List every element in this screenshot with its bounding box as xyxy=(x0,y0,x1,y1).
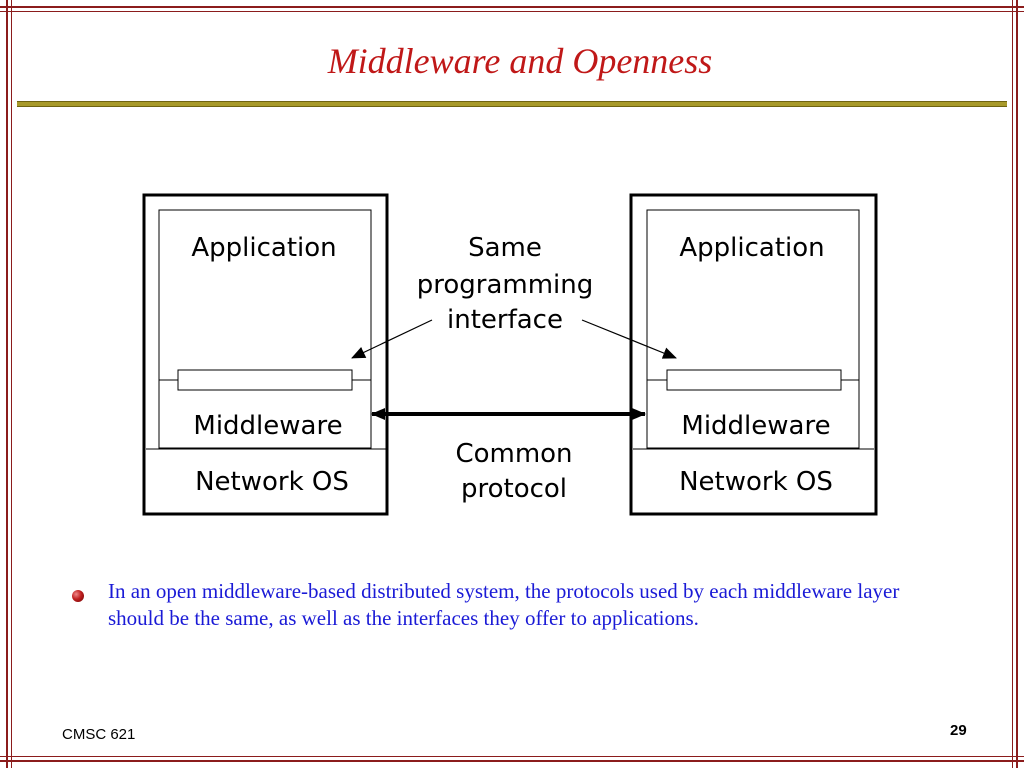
right-inner-box xyxy=(646,209,860,449)
right-network-os-label: Network OS xyxy=(679,467,833,497)
bullet-text: In an open middleware-based distributed … xyxy=(108,579,900,630)
frame-top-inner xyxy=(0,11,1024,12)
left-host: Application Middleware Network OS xyxy=(142,193,389,516)
right-host: Application Middleware Network OS xyxy=(629,193,878,516)
protocol-label-line2: protocol xyxy=(461,474,567,504)
frame-bottom-inner xyxy=(0,756,1024,757)
page-number: 29 xyxy=(950,722,967,739)
left-interface-slot xyxy=(177,369,353,391)
left-inner-box xyxy=(158,209,372,449)
frame-bottom-outer xyxy=(0,760,1024,762)
left-application-label: Application xyxy=(191,233,336,263)
frame-top-outer xyxy=(0,6,1024,8)
slide-title: Middleware and Openness xyxy=(327,41,713,81)
frame-left-outer xyxy=(6,0,8,768)
footer-course-label: CMSC 621 xyxy=(62,726,136,743)
right-application-label: Application xyxy=(679,233,824,263)
interface-label-line1: Same xyxy=(468,233,542,263)
interface-label-line3: interface xyxy=(447,305,563,335)
left-network-os-label: Network OS xyxy=(195,467,349,497)
left-middleware-label: Middleware xyxy=(193,411,342,441)
title-underline xyxy=(17,101,1007,107)
left-interface-arrow xyxy=(351,319,433,359)
frame-left-inner xyxy=(11,0,12,768)
middleware-diagram: Application Middleware Network OS Applic… xyxy=(142,193,878,516)
protocol-label-line1: Common xyxy=(455,439,572,469)
interface-label-line2: programming xyxy=(417,270,594,300)
bullet-icon xyxy=(72,590,84,602)
frame-right-inner xyxy=(1012,0,1013,768)
frame-right-outer xyxy=(1016,0,1018,768)
right-interface-arrow xyxy=(581,319,677,359)
right-middleware-label: Middleware xyxy=(681,411,830,441)
right-interface-slot xyxy=(666,369,842,391)
